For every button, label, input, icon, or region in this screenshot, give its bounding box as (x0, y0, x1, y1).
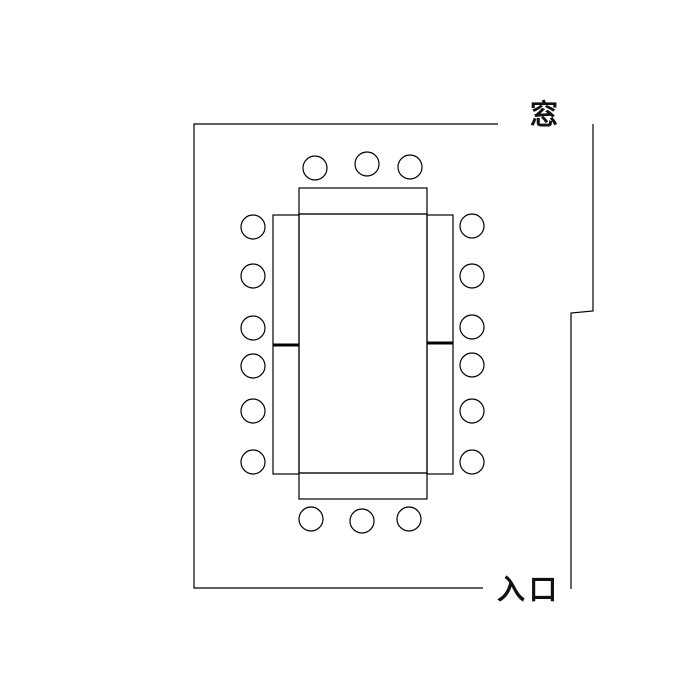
chair (459, 213, 485, 239)
chair (459, 352, 485, 378)
table-top (298, 187, 428, 215)
chair (240, 353, 266, 379)
chair (459, 449, 485, 475)
chair (240, 398, 266, 424)
chair (459, 314, 485, 340)
chair (397, 154, 423, 180)
room-wall-main (193, 123, 498, 589)
chair (354, 151, 380, 177)
window-label: 窓 (530, 98, 559, 131)
chair (396, 506, 422, 532)
room-wall-right (570, 124, 594, 589)
chair (298, 506, 324, 532)
chair (240, 214, 266, 240)
chair (459, 398, 485, 424)
chair (459, 263, 485, 289)
entrance-label: 入口 (497, 573, 562, 606)
table-center (298, 213, 428, 474)
chair (240, 315, 266, 341)
chair (302, 155, 328, 181)
chair (349, 508, 375, 534)
chair (240, 263, 266, 289)
chair (240, 449, 266, 475)
table-bottom (298, 472, 428, 500)
